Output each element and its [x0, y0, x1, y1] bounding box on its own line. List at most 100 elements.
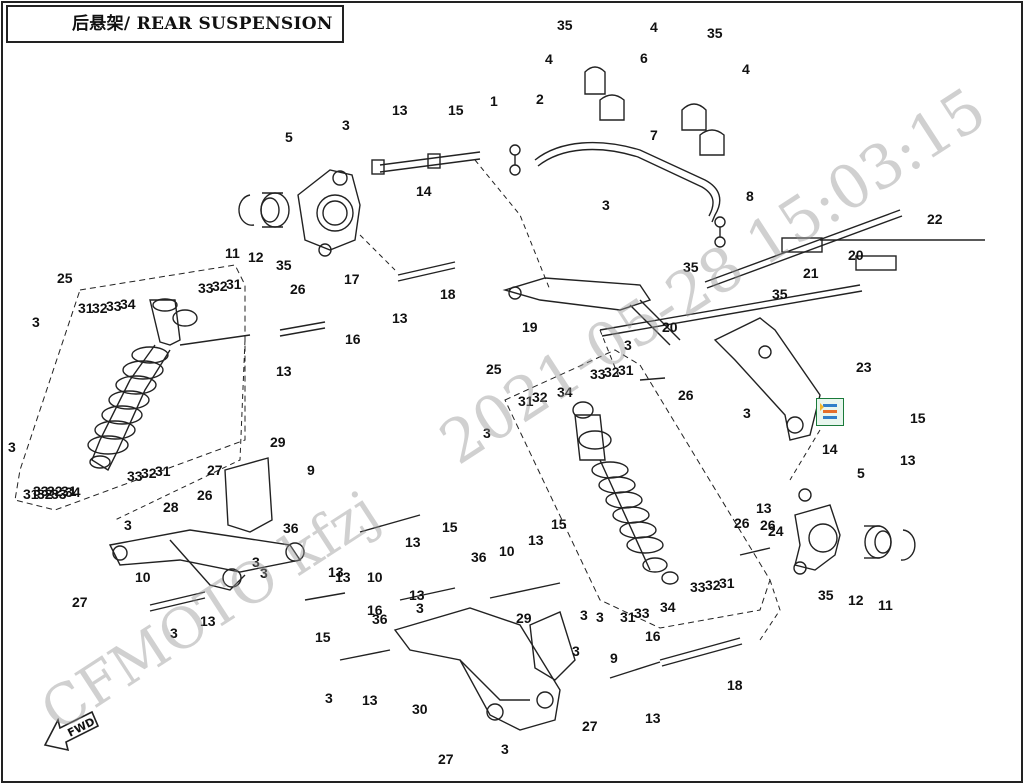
- callout-c93: 31: [719, 575, 735, 591]
- shock-absorber-right: [572, 401, 679, 585]
- callout-c121: 31: [61, 483, 77, 499]
- rear-knuckle-left: [297, 169, 361, 257]
- callout-c109: 13: [645, 710, 661, 726]
- callout-c115: 3: [580, 607, 588, 623]
- shock-group-outline-left: [14, 264, 246, 511]
- callout-c118: 16: [367, 602, 383, 618]
- callout-c42: 13: [276, 363, 292, 379]
- callout-c35: 33: [106, 298, 122, 314]
- callout-c45: 31: [23, 486, 39, 502]
- callout-c79: 27: [72, 594, 88, 610]
- page-title: 后悬架/ REAR SUSPENSION: [6, 5, 344, 43]
- shock-group-outline-right: [504, 349, 771, 629]
- callout-c97: 12: [848, 592, 864, 608]
- callout-c88: 31: [620, 609, 636, 625]
- callout-c90: 34: [660, 599, 676, 615]
- callout-c108: 27: [582, 718, 598, 734]
- shafts-bottom: [149, 334, 771, 679]
- callout-c59: 26: [678, 387, 694, 403]
- callout-c66: 13: [756, 500, 772, 516]
- dashed-leaders: [114, 159, 821, 641]
- callout-c4: 35: [707, 25, 723, 41]
- viewer-app-icon[interactable]: [816, 398, 844, 426]
- callout-c27: 35: [683, 259, 699, 275]
- callout-c122: 26: [760, 517, 776, 533]
- callout-c68: 27: [207, 462, 223, 478]
- callout-c82: 15: [315, 629, 331, 645]
- callout-c50: 32: [141, 465, 157, 481]
- callout-c98: 11: [878, 597, 893, 613]
- callout-c77: 3: [252, 554, 260, 570]
- callout-c18: 11: [225, 245, 240, 261]
- lower-arm-bottom: [393, 607, 561, 731]
- callout-c116: 3: [260, 565, 268, 581]
- callout-c47: 33: [51, 486, 67, 502]
- callout-c3: 4: [650, 19, 658, 35]
- callout-c40: 26: [290, 281, 306, 297]
- long-bolts-right: [599, 209, 985, 337]
- callout-c91: 33: [690, 579, 706, 595]
- callout-c5: 4: [742, 61, 750, 77]
- callout-c28: 19: [522, 319, 538, 335]
- callout-c110: 18: [727, 677, 743, 693]
- lower-arm-left: [108, 529, 305, 591]
- callout-c46: 32: [37, 486, 53, 502]
- callout-c64: 13: [900, 452, 916, 468]
- callout-c56: 33: [590, 366, 606, 382]
- callout-c119: 33: [33, 483, 49, 499]
- callout-c31: 23: [856, 359, 872, 375]
- callout-c24: 20: [848, 247, 864, 263]
- callout-c96: 35: [818, 587, 834, 603]
- shafts-top: [279, 151, 481, 337]
- callout-c26: 35: [772, 286, 788, 302]
- callout-c1: 35: [557, 17, 573, 33]
- callout-c70: 26: [197, 487, 213, 503]
- callout-c8: 1: [490, 93, 498, 109]
- callout-c17: 22: [927, 211, 943, 227]
- callout-c51: 31: [155, 463, 171, 479]
- snap-ring-right: [900, 529, 916, 561]
- callout-c67: 29: [270, 434, 286, 450]
- callout-c85: 10: [499, 543, 515, 559]
- callout-c38: 32: [212, 278, 228, 294]
- callout-c75: 13: [405, 534, 421, 550]
- callout-c39: 31: [226, 276, 242, 292]
- callout-c55: 34: [557, 384, 573, 400]
- callout-c32: 25: [57, 270, 73, 286]
- callout-c86: 13: [528, 532, 544, 548]
- callout-c20: 35: [276, 257, 292, 273]
- callout-c11: 15: [448, 102, 464, 118]
- callout-c114: 13: [409, 587, 425, 603]
- callout-c21: 17: [344, 271, 360, 287]
- callout-c72: 3: [124, 517, 132, 533]
- callout-c81: 13: [200, 613, 216, 629]
- callout-c53: 31: [518, 393, 534, 409]
- callout-c52: 25: [486, 361, 502, 377]
- callout-c41: 16: [345, 331, 361, 347]
- callout-c117: 13: [335, 569, 351, 585]
- callout-c19: 12: [248, 249, 264, 265]
- skid-plate-left: [224, 457, 273, 533]
- callout-c36: 34: [120, 296, 136, 312]
- callout-c111: 3: [501, 741, 509, 757]
- wheel-bearing-right: [864, 525, 892, 559]
- callout-c120: 32: [47, 483, 63, 499]
- callout-c49: 33: [127, 468, 143, 484]
- callout-c22: 18: [440, 286, 456, 302]
- callout-c78: 13: [328, 564, 344, 580]
- callout-c25: 21: [803, 265, 819, 281]
- callout-c103: 16: [645, 628, 661, 644]
- callout-c94: 26: [734, 515, 750, 531]
- callout-c30: 3: [624, 337, 632, 353]
- skid-plate-right: [529, 611, 576, 681]
- callout-c15: 3: [602, 197, 610, 213]
- callout-c9: 2: [536, 91, 544, 107]
- callout-c60: 3: [743, 405, 751, 421]
- callout-c74: 15: [442, 519, 458, 535]
- callout-c14: 14: [416, 183, 432, 199]
- callout-c102: 3: [596, 609, 604, 625]
